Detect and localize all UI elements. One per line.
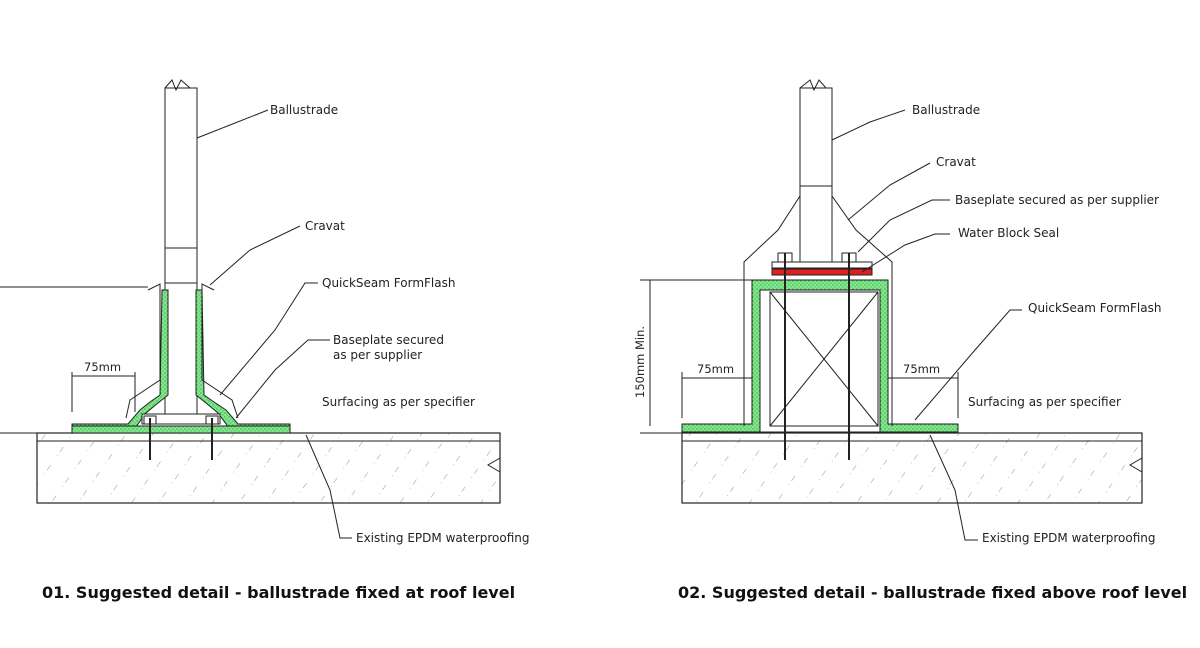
right-leader-cravat: [847, 162, 931, 221]
left-leader-epdm: [305, 434, 352, 539]
left-cravat-right: [201, 283, 239, 419]
right-dim-height-text: 150mm Min.: [633, 326, 647, 398]
left-cravat-left: [125, 283, 161, 419]
right-label-ballustrade: Ballustrade: [912, 103, 980, 117]
right-post-collar: [799, 185, 833, 265]
left-post-collar: [164, 247, 198, 284]
left-label-surfacing: Surfacing as per specifier: [322, 395, 475, 409]
left-leader-baseplate: [235, 339, 330, 419]
left-leader-ballustrade: [196, 109, 269, 139]
right-label-formflash: QuickSeam FormFlash: [1028, 301, 1161, 315]
right-detail: [640, 79, 1143, 541]
right-cravat-left: [743, 195, 801, 426]
left-baseplate: [141, 413, 221, 425]
left-label-epdm: Existing EPDM waterproofing: [356, 531, 530, 545]
right-caption: 02. Suggested detail - ballustrade fixed…: [678, 583, 1187, 602]
right-dim-right-text: 75mm: [903, 362, 940, 376]
left-leader-cravat: [209, 225, 301, 286]
right-water-block-seal: [771, 268, 873, 276]
left-label-cravat: Cravat: [305, 219, 345, 233]
left-formflash-right: [195, 289, 291, 429]
right-break-line: [1129, 433, 1143, 503]
right-cross-2: [769, 291, 879, 427]
right-baseplate: [771, 261, 873, 269]
right-leader-ballustrade: [831, 109, 906, 141]
right-leader-formflash: [914, 309, 1022, 421]
left-detail: [0, 79, 501, 539]
left-label-formflash: QuickSeam FormFlash: [322, 276, 455, 290]
left-caption: 01. Suggested detail - ballustrade fixed…: [42, 583, 515, 602]
right-concrete-slab: [681, 432, 1143, 504]
right-label-epdm: Existing EPDM waterproofing: [982, 531, 1156, 545]
left-formflash-left: [71, 289, 169, 429]
right-leader-baseplate: [857, 199, 950, 253]
right-label-cravat: Cravat: [936, 155, 976, 169]
right-label-water-block: Water Block Seal: [958, 226, 1059, 240]
right-cravat-right: [831, 195, 893, 426]
left-leader-formflash: [219, 282, 318, 396]
left-dim-75: 75mm: [84, 360, 121, 374]
right-label-surfacing: Surfacing as per specifier: [968, 395, 1121, 409]
right-label-baseplate: Baseplate secured as per supplier: [955, 193, 1159, 207]
right-dim-left-text: 75mm: [697, 362, 734, 376]
left-concrete-slab: [36, 432, 501, 504]
left-surfacing-membrane: [71, 425, 291, 434]
right-leader-epdm: [929, 434, 978, 541]
right-post-break: [799, 79, 832, 92]
left-label-ballustrade: Ballustrade: [270, 103, 338, 117]
left-break-line: [487, 433, 501, 503]
left-label-baseplate-1: Baseplate secured: [333, 333, 444, 347]
left-post-break: [164, 79, 197, 92]
left-label-baseplate-2: as per supplier: [333, 348, 422, 362]
right-leader-water-block: [861, 233, 950, 273]
